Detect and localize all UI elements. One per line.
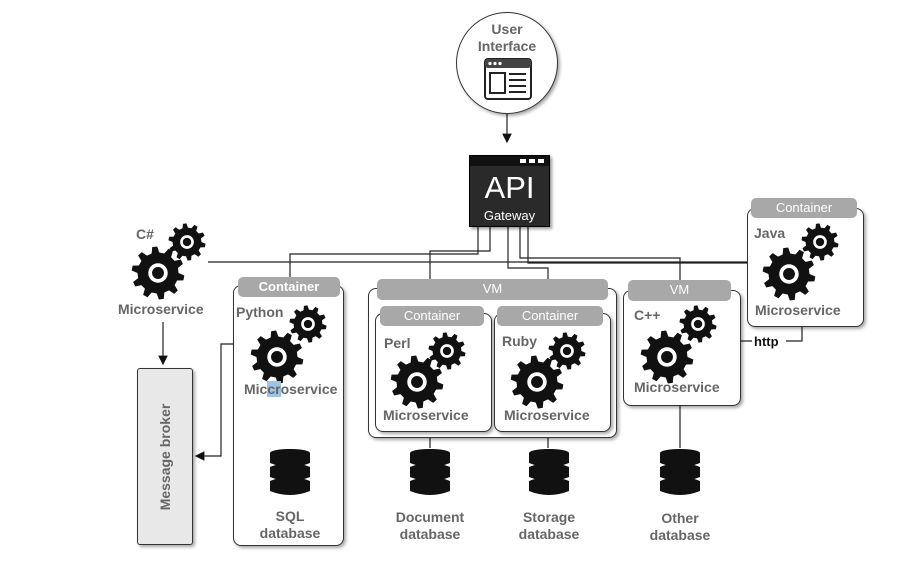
storage-database-label-line2: database <box>518 526 580 542</box>
ruby-microservice-label: Microservice <box>504 407 590 423</box>
gear-icon <box>390 355 444 409</box>
perl-container-header: Container <box>380 306 484 326</box>
gateway-window-dots <box>520 159 546 163</box>
message-broker-label: Message broker <box>157 403 173 511</box>
user-interface-label: User Interface <box>457 21 557 55</box>
document-database-label: Document database <box>384 509 476 543</box>
api-gateway-subtitle: Gateway <box>483 208 536 223</box>
cpp-microservice-label: Microservice <box>634 379 720 395</box>
ruby-container-header: Container <box>497 306 603 326</box>
gear-icon <box>131 246 185 300</box>
gateway-window-bar <box>470 156 549 166</box>
gear-icon <box>679 305 717 343</box>
python-language-label: Python <box>236 304 284 320</box>
csharp-microservice-label: Microservice <box>118 301 204 317</box>
sql-database-label-line1: SQL <box>275 508 305 524</box>
sql-database-label-line2: database <box>259 525 321 541</box>
python-container-header: Container <box>238 277 340 297</box>
gear-icon <box>168 223 206 261</box>
http-label: http <box>754 334 779 349</box>
gear-icon <box>250 330 304 384</box>
database-icon <box>660 449 700 495</box>
database-icon <box>529 449 569 495</box>
java-microservice-label: Microservice <box>755 302 841 318</box>
api-gateway: API Gateway <box>469 155 550 227</box>
python-microservice-label-part2: oservice <box>280 381 338 397</box>
message-broker: Message broker <box>137 368 193 545</box>
sql-database-label: SQL database <box>248 508 332 542</box>
python-microservice-label: Miccroservice <box>244 381 337 397</box>
database-icon <box>270 449 310 495</box>
cpp-vm-header: VM <box>628 280 731 301</box>
gear-icon <box>762 247 816 301</box>
user-interface-label-line2: Interface <box>477 38 537 54</box>
perl-language-label: Perl <box>384 335 411 351</box>
python-microservice-label-highlight: cr <box>267 381 281 397</box>
other-database-label: Other database <box>634 510 726 544</box>
ruby-language-label: Ruby <box>502 333 537 349</box>
gear-icon <box>548 332 586 370</box>
other-database-label-line1: Other <box>661 510 699 526</box>
user-interface-label-line1: User <box>491 21 523 37</box>
gear-icon <box>428 332 466 370</box>
other-database-label-line2: database <box>649 527 711 543</box>
gear-icon <box>640 330 694 384</box>
gear-icon <box>510 355 564 409</box>
browser-window-icon <box>484 58 532 100</box>
csharp-language-label: C# <box>136 226 154 242</box>
database-icon <box>410 449 450 495</box>
document-database-label-line1: Document <box>395 509 465 525</box>
java-language-label: Java <box>754 225 786 241</box>
vm-middle-header: VM <box>377 279 608 300</box>
gear-icon <box>801 223 839 261</box>
storage-database-label: Storage database <box>503 509 595 543</box>
java-container-header: Container <box>751 198 857 218</box>
perl-microservice-label: Microservice <box>383 407 469 423</box>
storage-database-label-line1: Storage <box>522 509 576 525</box>
document-database-label-line2: database <box>399 526 461 542</box>
gear-icon <box>289 305 327 343</box>
python-microservice-label-part1: Mic <box>244 381 268 397</box>
api-gateway-title: API <box>484 170 535 205</box>
cpp-language-label: C++ <box>634 307 661 323</box>
user-interface-node: User Interface <box>456 12 558 114</box>
